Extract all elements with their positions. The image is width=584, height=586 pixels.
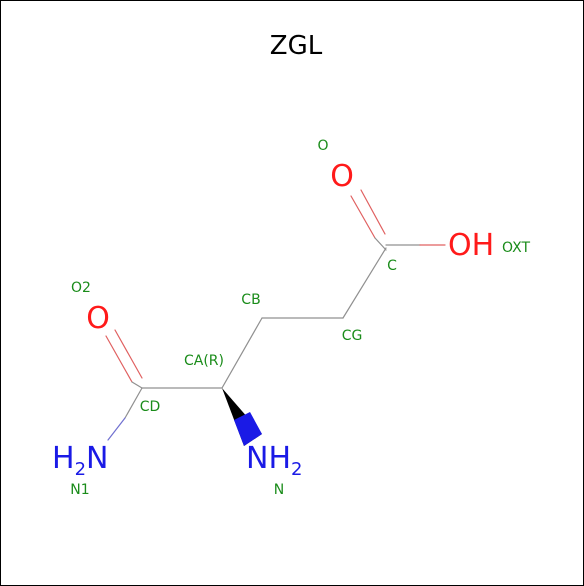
bond-c-o-2 (360, 189, 386, 235)
label-ca: CA(R) (184, 353, 224, 369)
label-o: O (317, 138, 328, 154)
label-cg: CG (342, 328, 363, 344)
atom-h2n-n: N (86, 441, 108, 476)
atom-h2n: H2N (52, 441, 108, 480)
bond-c-o-1 (350, 195, 376, 239)
diagram-title: ZGL (270, 31, 323, 61)
atom-h2n-h: H (52, 441, 75, 476)
atom-nh2-sub: 2 (291, 459, 302, 480)
wedge-bond-ca-n-blue (234, 412, 262, 446)
atom-oh-symbol: OH (448, 228, 494, 263)
atom-o-symbol: O (330, 159, 354, 194)
bond-cd-n1-grey (124, 387, 143, 419)
label-cb: CB (241, 292, 260, 308)
label-n: N (274, 482, 284, 498)
atom-nh2-n: NH (246, 441, 291, 476)
bond-cd-o2-2 (114, 329, 143, 379)
label-o2: O2 (71, 280, 91, 296)
label-cd: CD (140, 399, 161, 415)
bond-c-o-3 (374, 237, 387, 251)
bond-c-cg (342, 247, 387, 319)
atom-h2n-sub: 2 (75, 459, 86, 480)
atom-o2-symbol: O (86, 301, 110, 336)
bond-cd-o2-1 (105, 335, 133, 383)
bond-cb-ca (221, 317, 263, 389)
bond-cd-n1-blue (107, 417, 126, 441)
label-n1: N1 (70, 482, 89, 498)
label-c: C (387, 258, 397, 274)
label-oxt: OXT (502, 240, 530, 256)
bond-cd-o2-3 (131, 381, 143, 389)
atom-nh2: NH2 (246, 441, 302, 480)
